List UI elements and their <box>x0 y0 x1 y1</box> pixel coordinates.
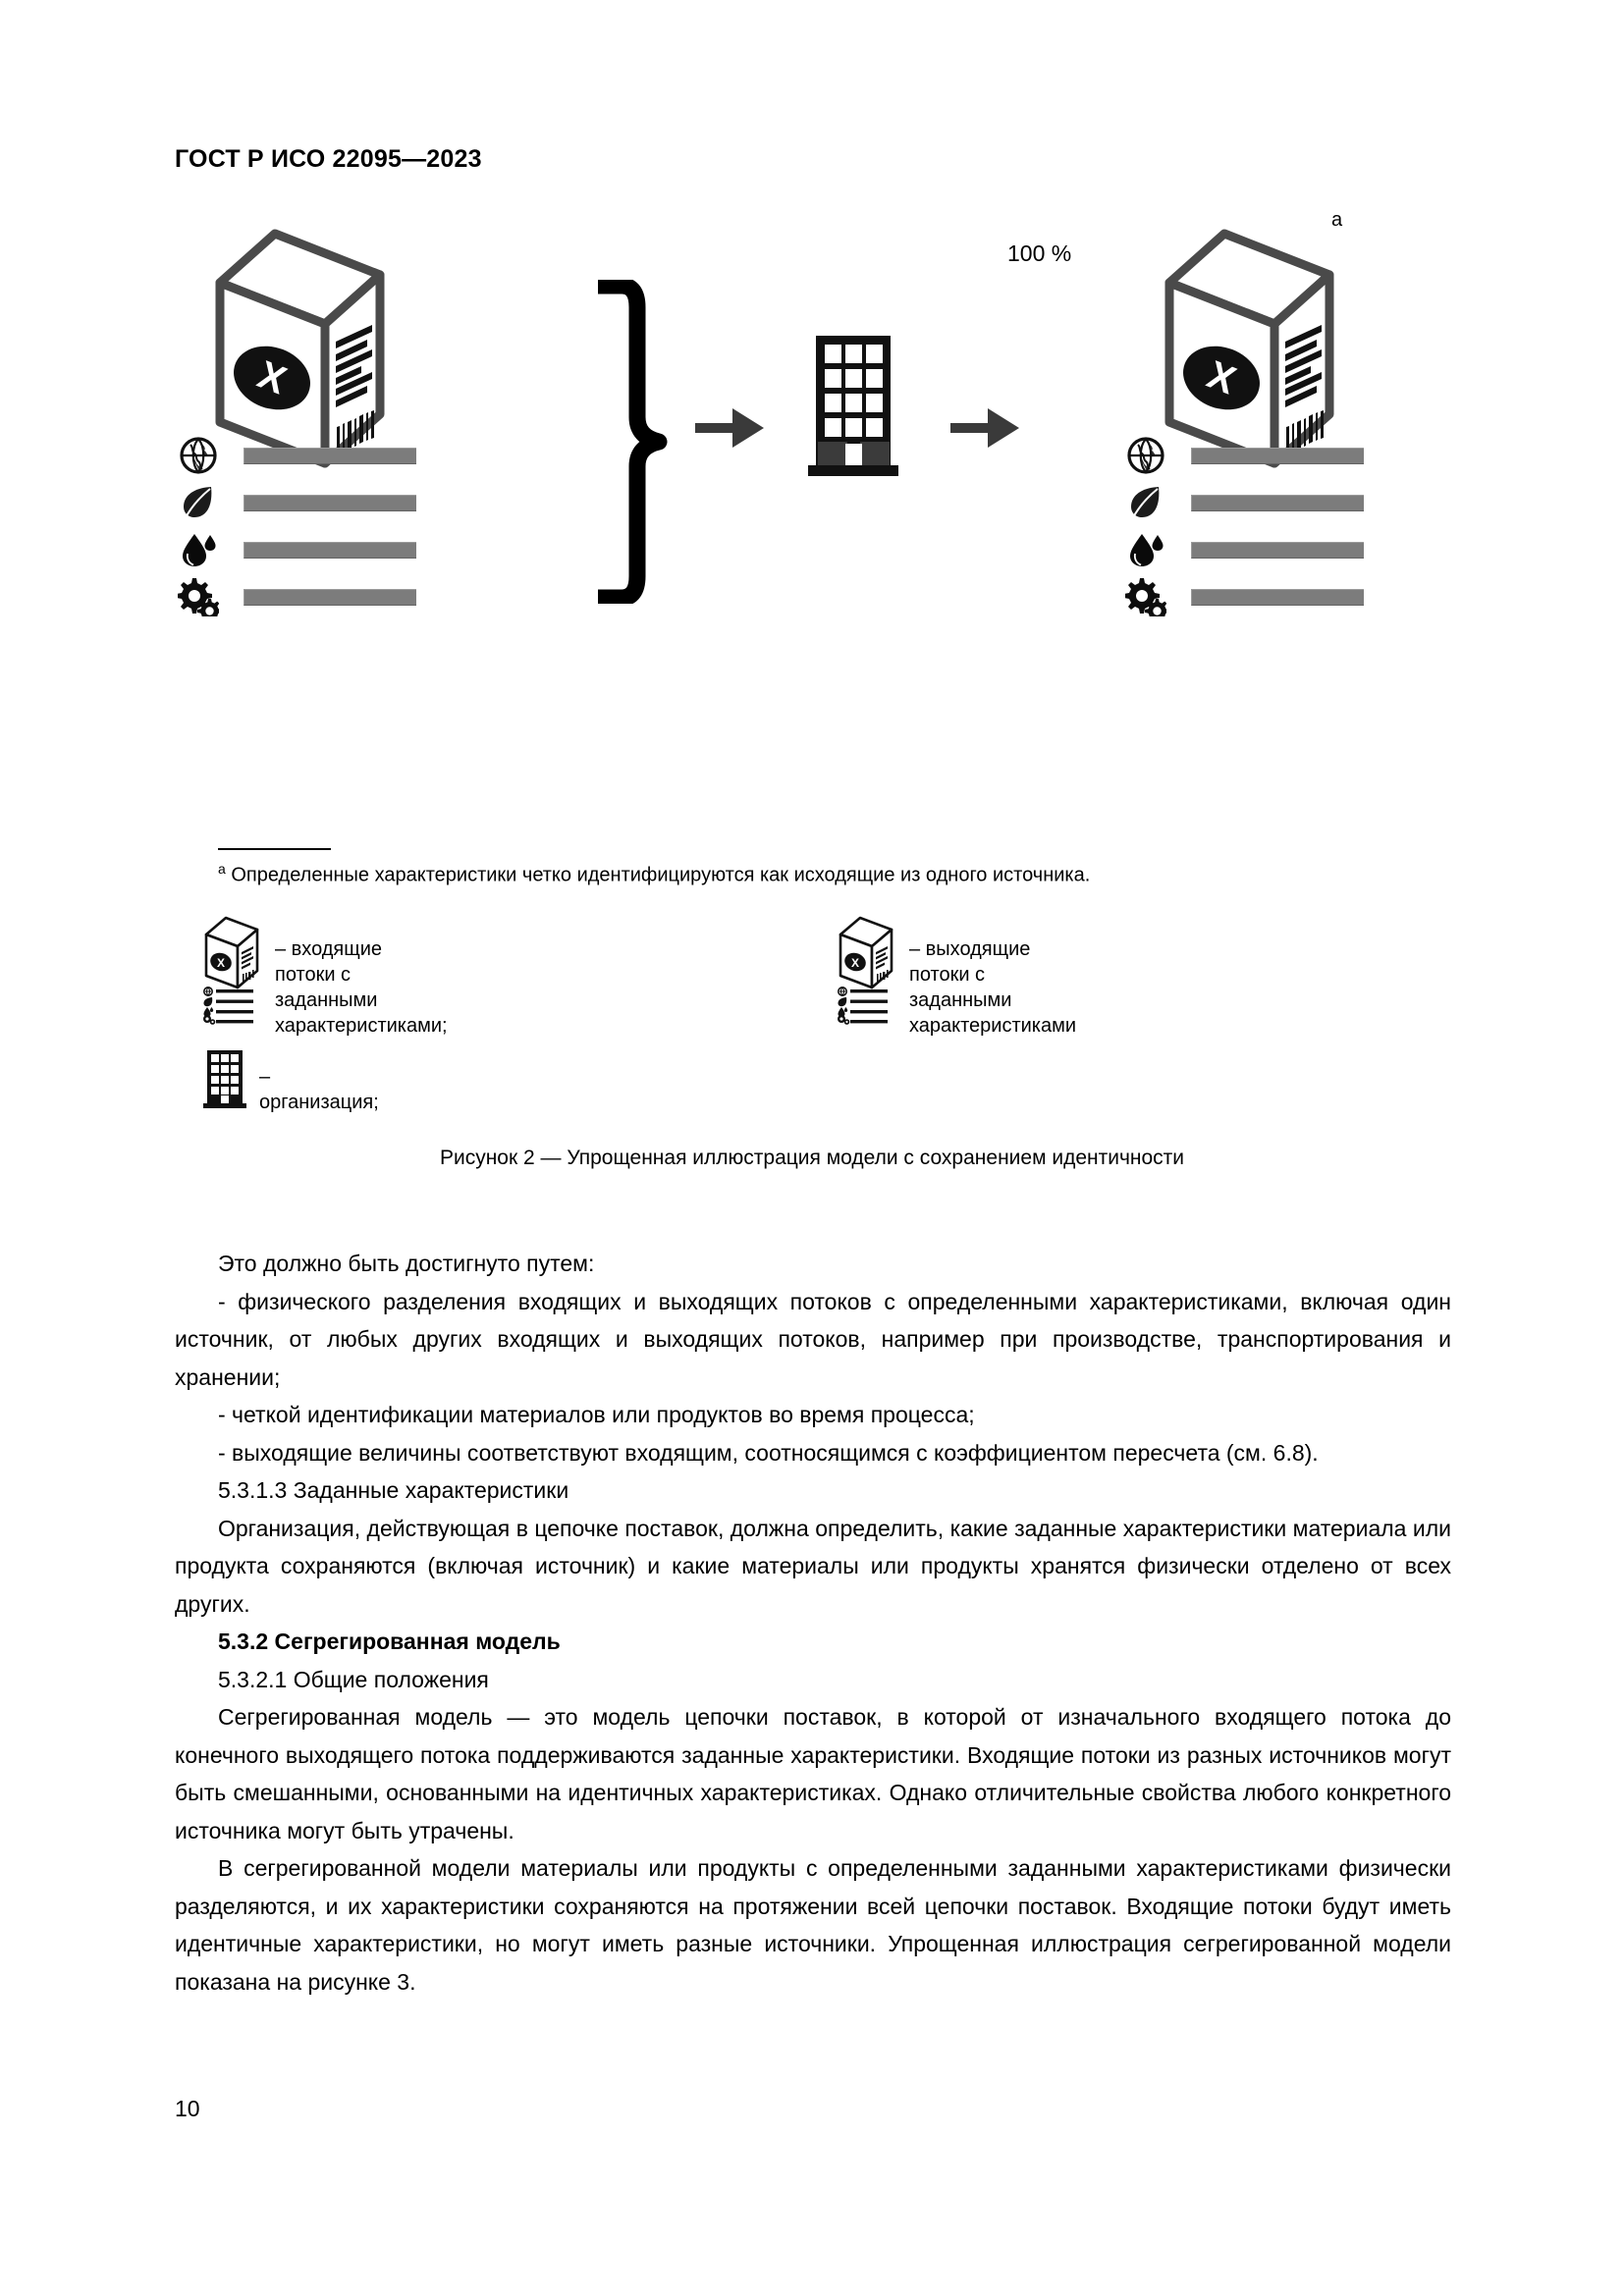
attribute-row <box>1122 573 1364 620</box>
svg-text:X: X <box>851 956 859 970</box>
paragraph: Организация, действующая в цепочке поста… <box>175 1515 1451 1617</box>
attribute-bar <box>1191 541 1364 559</box>
attribute-bar <box>244 447 416 464</box>
gears-icon <box>1122 575 1169 618</box>
leaf-icon <box>1122 481 1169 524</box>
output-attributes-group <box>1122 432 1364 620</box>
paragraph: - физического разделения входящих и выхо… <box>175 1288 1451 1390</box>
legend-label-input-flows: – входящие потоки с заданными характерис… <box>275 938 448 1037</box>
footnote-marker-a: a <box>1331 209 1343 231</box>
water-drop-icon <box>1122 528 1169 571</box>
output-flows-key-icon: X <box>837 915 897 1025</box>
input-attributes-group <box>175 432 416 620</box>
paragraph: - четкой идентификации материалов или пр… <box>218 1402 975 1427</box>
paragraph: Сегрегированная модель — это модель цепо… <box>175 1704 1451 1843</box>
input-flows-key-icon: X <box>202 915 263 1025</box>
attribute-bar <box>1191 494 1364 511</box>
arrow-right-icon-1 <box>695 402 766 454</box>
curly-brace-icon <box>592 280 671 604</box>
attribute-row <box>175 432 416 479</box>
attribute-bar <box>1191 588 1364 606</box>
document-header-standard-id: ГОСТ Р ИСО 22095—2023 <box>175 145 482 173</box>
paragraph: Это должно быть достигнуто путем: <box>218 1251 595 1276</box>
leaf-icon <box>175 481 222 524</box>
attribute-row <box>1122 432 1364 479</box>
footnote-mark: a <box>218 861 226 877</box>
svg-text:X: X <box>217 956 225 970</box>
organization-building-icon <box>808 334 898 479</box>
globe-icon <box>1122 434 1169 477</box>
section-heading-5-3-1-3: 5.3.1.3 Заданные характеристики <box>218 1477 569 1503</box>
legend-label-output-flows: – выходящие потоки с заданными характери… <box>909 938 1077 1037</box>
attribute-row <box>1122 526 1364 573</box>
percentage-label: 100 % <box>1007 240 1072 266</box>
footnote-separator-rule <box>218 848 331 850</box>
water-drop-icon <box>175 528 222 571</box>
gears-icon <box>175 575 222 618</box>
figure-caption: Рисунок 2 — Упрощенная иллюстрация модел… <box>439 1147 1185 1169</box>
page-number: 10 <box>175 2096 200 2121</box>
organization-key-icon <box>202 1048 247 1109</box>
footnote-text: Определенные характеристики четко иденти… <box>225 864 1091 886</box>
attribute-row <box>175 573 416 620</box>
section-heading-5-3-2: 5.3.2 Сегрегированная модель <box>218 1629 561 1654</box>
arrow-right-icon-2 <box>950 402 1021 454</box>
globe-icon <box>175 434 222 477</box>
attribute-bar <box>1191 447 1364 464</box>
figure-footnote: a Определенные характеристики четко иден… <box>218 861 1090 887</box>
attribute-row <box>1122 479 1364 526</box>
legend-item-organization: – организация; <box>202 1048 379 1115</box>
product-box-input-icon: X <box>214 226 386 471</box>
paragraph: - выходящие величины соответствуют входя… <box>218 1439 1319 1466</box>
product-box-output-icon: X <box>1164 226 1335 471</box>
section-heading-5-3-2-1: 5.3.2.1 Общие положения <box>218 1666 489 1692</box>
body-text: Это должно быть достигнуто путем: - физи… <box>175 1245 1451 2001</box>
legend-item-input-flows: X <box>202 915 448 1039</box>
paragraph: В сегрегированной модели материалы или п… <box>175 1855 1451 1995</box>
attribute-bar <box>244 541 416 559</box>
legend-label-organization: – организация; <box>259 1066 379 1113</box>
attribute-row <box>175 479 416 526</box>
figure-2-identity-preserved-model: X <box>175 206 1451 834</box>
attribute-bar <box>244 494 416 511</box>
attribute-row <box>175 526 416 573</box>
legend-item-output-flows: X <box>837 915 1076 1039</box>
attribute-bar <box>244 588 416 606</box>
